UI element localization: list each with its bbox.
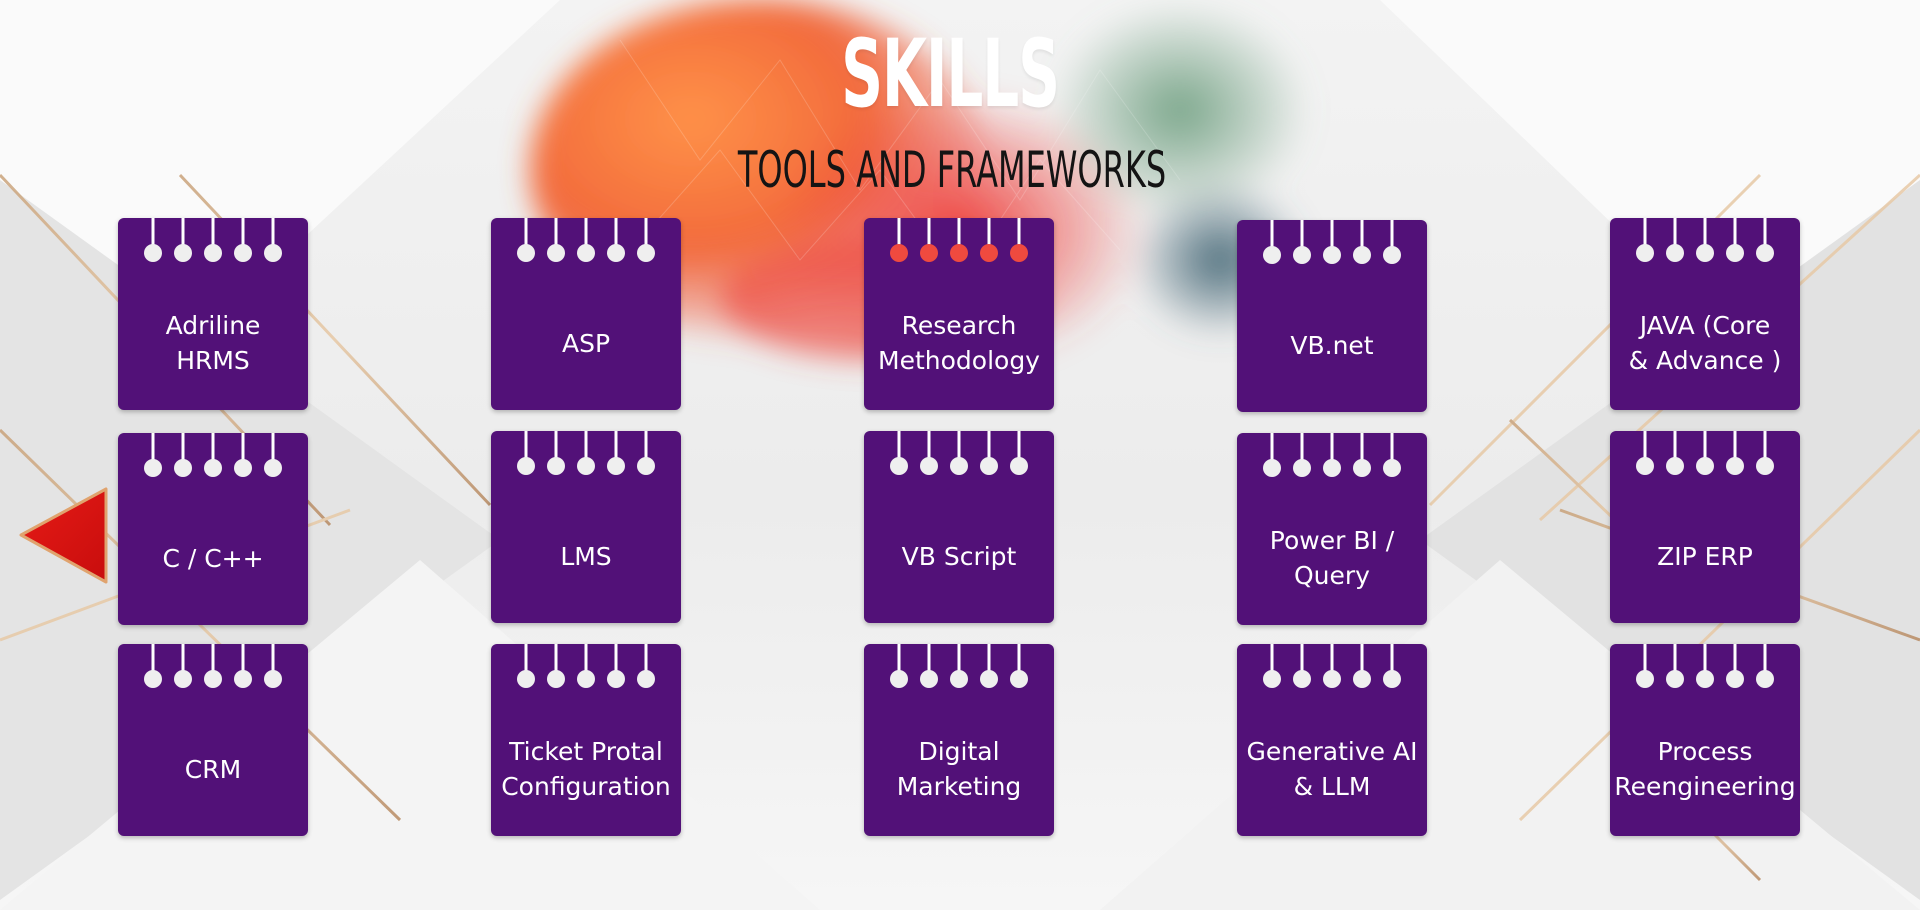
skill-card-crm[interactable]: CRM [118, 642, 308, 836]
spiral-binding-icon [516, 429, 656, 477]
skill-card-zip-erp[interactable]: ZIP ERP [1610, 429, 1800, 623]
skill-card-java[interactable]: JAVA (Core & Advance ) [1610, 216, 1800, 410]
skill-card-label: CRM [184, 754, 242, 784]
triangle-left-arrow-icon[interactable] [18, 486, 110, 586]
skill-card-vb-net[interactable]: VB.net [1237, 218, 1427, 412]
skill-card-label: VB.net [1290, 330, 1374, 360]
skill-card-power-bi-query[interactable]: Power BI / Query [1237, 431, 1427, 625]
skill-card-asp[interactable]: ASP [491, 216, 681, 410]
skill-card-label: Adriline HRMS [165, 311, 261, 375]
spiral-binding-icon [1635, 216, 1775, 264]
spiral-binding-icon [1262, 642, 1402, 690]
skill-card-vb-script[interactable]: VB Script [864, 429, 1054, 623]
spiral-binding-icon [143, 642, 283, 690]
slide-title: SKILLS [841, 20, 1060, 129]
spiral-binding-icon [516, 216, 656, 264]
skill-card-digital-marketing[interactable]: Digital Marketing [864, 642, 1054, 836]
skill-card-lms[interactable]: LMS [491, 429, 681, 623]
skill-card-label: C / C++ [162, 543, 264, 573]
slide-subtitle: TOOLS AND FRAMEWORKS [737, 141, 1167, 199]
skill-card-label: Digital Marketing [896, 737, 1022, 801]
skill-card-label: VB Script [901, 541, 1017, 571]
skill-card-ticket-portal-configuration[interactable]: Ticket Protal Configuration [491, 642, 681, 836]
skill-card-label: Ticket Protal Configuration [501, 737, 671, 801]
spiral-binding-icon [1262, 218, 1402, 266]
skill-card-adriline-hrms[interactable]: Adriline HRMS [118, 216, 308, 410]
spiral-binding-icon [1635, 642, 1775, 690]
spiral-binding-icon [1262, 431, 1402, 479]
spiral-binding-icon [516, 642, 656, 690]
skill-card-label: ZIP ERP [1657, 541, 1753, 571]
skill-card-label: ASP [561, 328, 611, 358]
skill-card-generative-ai-llm[interactable]: Generative AI & LLM [1237, 642, 1427, 836]
skill-card-label: Generative AI & LLM [1246, 737, 1418, 801]
spiral-binding-icon [889, 642, 1029, 690]
skill-card-label: JAVA (Core & Advance ) [1628, 311, 1782, 375]
skill-card-label: LMS [560, 541, 612, 571]
skill-card-label: Process Reengineering [1614, 737, 1796, 801]
skill-card-label: Research Methodology [878, 311, 1040, 375]
spiral-binding-icon [889, 216, 1029, 264]
skill-card-process-reengineering[interactable]: Process Reengineering [1610, 642, 1800, 836]
spiral-binding-icon [1635, 429, 1775, 477]
spiral-binding-icon [143, 431, 283, 479]
spiral-binding-icon [143, 216, 283, 264]
skill-card-c-cpp[interactable]: C / C++ [118, 431, 308, 625]
skill-card-label: Power BI / Query [1269, 526, 1395, 590]
skill-card-research-methodology[interactable]: Research Methodology [864, 216, 1054, 410]
spiral-binding-icon [889, 429, 1029, 477]
